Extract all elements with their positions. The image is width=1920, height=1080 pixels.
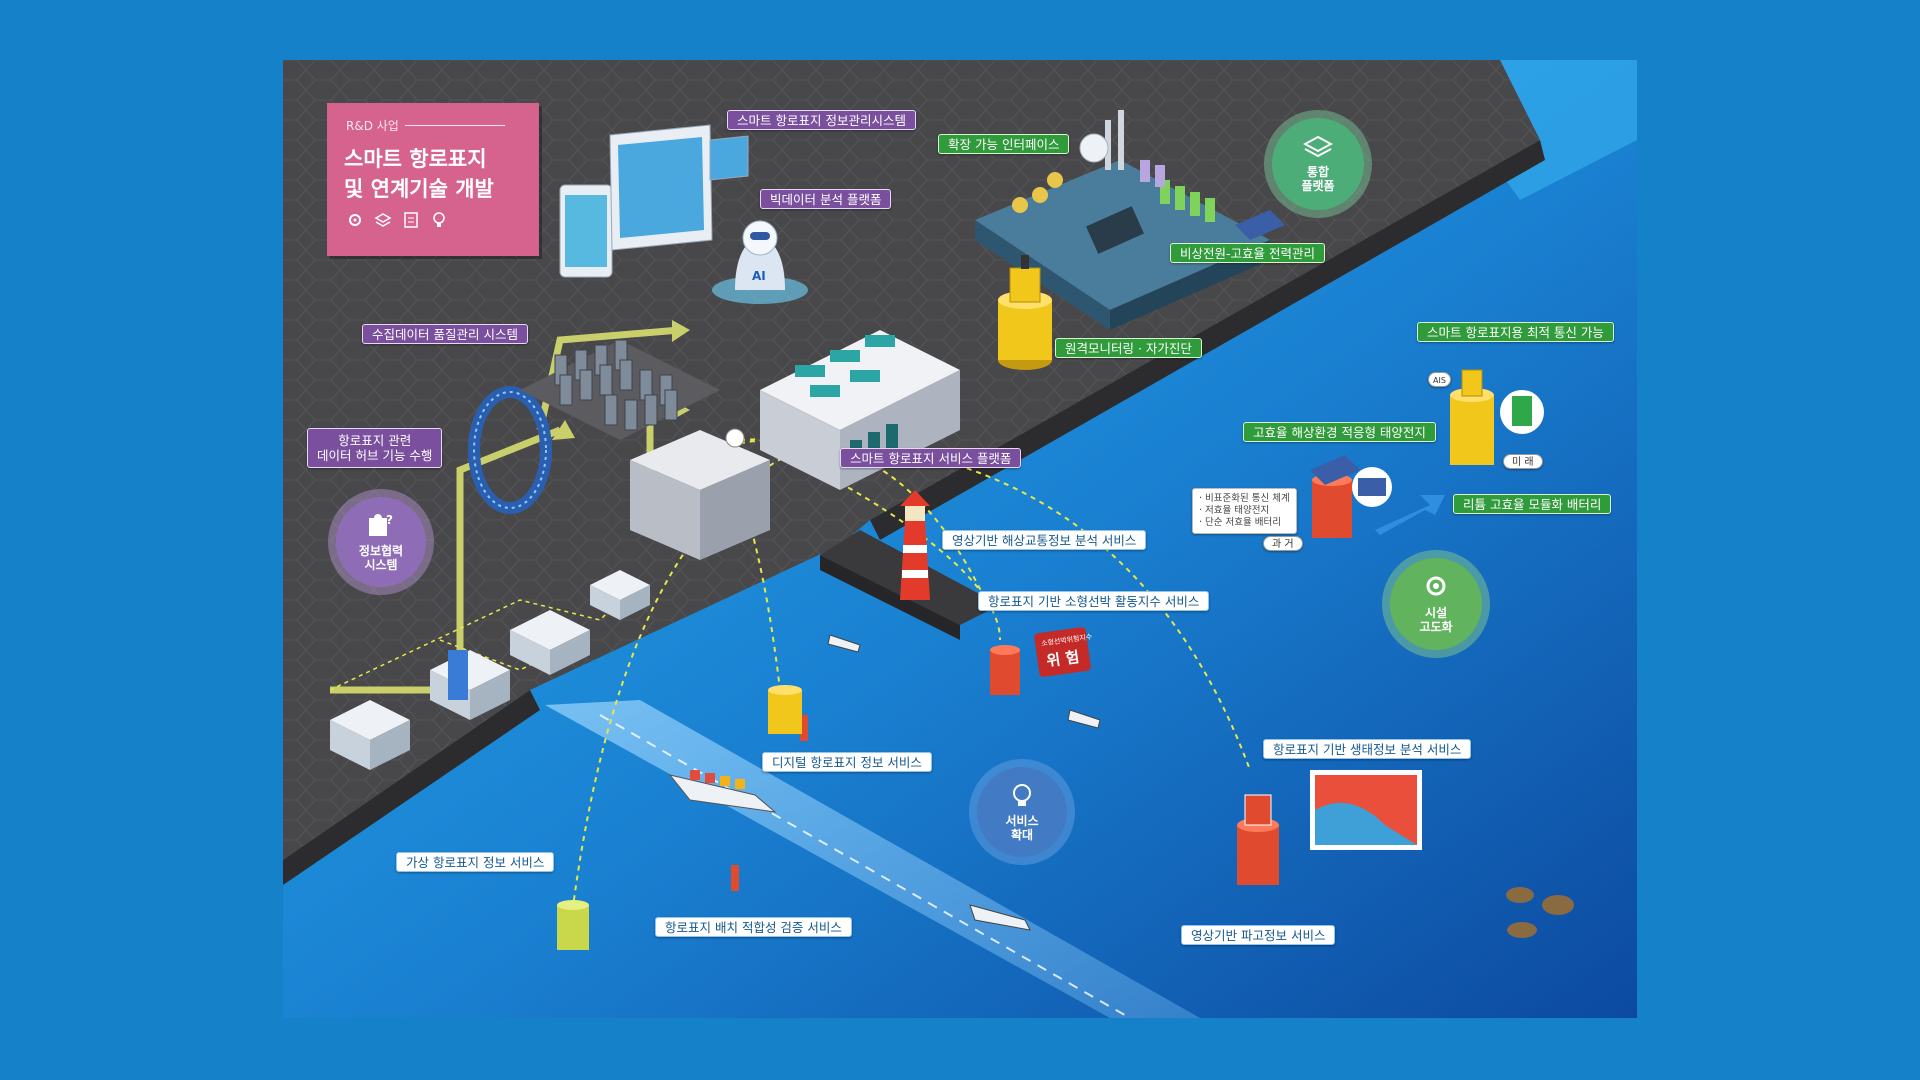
red-buoys	[731, 474, 1352, 891]
label-optimal-comm: 스마트 항로표지용 최적 통신 가능	[1417, 322, 1614, 342]
label-wave-info: 영상기반 파고정보 서비스	[1181, 925, 1336, 945]
label-service-platform: 스마트 항로표지 서비스 플랫폼	[840, 448, 1022, 468]
data-center-building	[630, 428, 770, 560]
layers-icon	[374, 211, 392, 229]
tag-past: 과 거	[1263, 536, 1303, 551]
past-note-3: · 단순 저효율 배터리	[1199, 517, 1281, 528]
yellow-buoy-dock	[998, 255, 1052, 370]
danger-sign: 소형선박위험지수 위 험	[1034, 627, 1093, 677]
badge-facility-line1: 시설	[1424, 606, 1448, 620]
label-data-quality: 수집데이터 품질관리 시스템	[362, 324, 528, 344]
gear-icon	[1426, 576, 1446, 596]
title-line-1: 스마트 항로표지	[344, 147, 487, 171]
layers-icon	[1303, 135, 1333, 158]
tag-ais: AIS	[1428, 372, 1451, 387]
label-data-hub-line1: 항로표지 관련	[338, 433, 412, 448]
yellow-buoys-sea	[557, 369, 1494, 950]
title-kicker-rule	[405, 125, 505, 126]
ai-text: AI	[752, 269, 766, 283]
svg-text:?: ?	[386, 513, 393, 527]
title-line-2: 및 연계기술 개발	[344, 177, 494, 201]
label-info-mgmt-system: 스마트 항로표지 정보관리시스템	[727, 110, 916, 130]
label-video-traffic: 영상기반 해상교통정보 분석 서비스	[942, 530, 1147, 550]
past-note-2: · 저효율 태양전지	[1199, 505, 1270, 516]
office-buildings	[330, 570, 650, 770]
label-ecology-info: 항로표지 기반 생태정보 분석 서비스	[1263, 739, 1472, 759]
title-kicker: R&D 사업	[346, 119, 399, 133]
ecology-image	[1310, 770, 1422, 850]
badge-service-line2: 확대	[1010, 828, 1034, 842]
label-placement-verification: 항로표지 배치 적합성 검증 서비스	[655, 917, 852, 937]
puzzle-icon: ?	[369, 513, 393, 536]
label-digital-info: 디지털 항로표지 정보 서비스	[762, 752, 932, 772]
lighthouse	[900, 490, 930, 600]
badge-service-expansion: 서비스 확대	[969, 759, 1075, 865]
badge-integrated-line1: 통합	[1306, 165, 1330, 179]
circuit-board	[975, 110, 1285, 330]
badge-facility-upgrade: 시설 고도화	[1382, 550, 1490, 658]
danger-text: 위 험	[1045, 648, 1080, 670]
lightbulb-icon	[1013, 784, 1031, 806]
data-hub-ring	[468, 386, 552, 514]
server-racks	[520, 339, 720, 440]
past-notes-box: · 비표준화된 통신 체계 · 저효율 태양전지 · 단순 저효율 배터리	[1192, 488, 1297, 534]
badge-service-line1: 서비스	[1005, 814, 1039, 828]
label-emergency-power: 비상전원-고효율 전력관리	[1170, 243, 1325, 263]
label-lithium-battery: 리튬 고효율 모듈화 배터리	[1453, 494, 1612, 514]
tag-future: 미 래	[1503, 454, 1543, 469]
battery-solar	[1310, 390, 1544, 535]
rocks	[1506, 887, 1574, 938]
gear-icon	[346, 211, 364, 229]
label-expandable-interface: 확장 가능 인터페이스	[938, 134, 1070, 154]
title-card: R&D 사업 스마트 항로표지 및 연계기술 개발	[327, 103, 539, 256]
title-icons	[346, 211, 448, 229]
badge-facility-line2: 고도화	[1419, 620, 1453, 634]
badge-info-cooperation: ? 정보협력 시스템	[328, 489, 434, 595]
label-remote-monitoring: 원격모니터링 · 자가진단	[1055, 338, 1202, 358]
lightbulb-icon	[430, 211, 448, 229]
label-small-vessel-index: 항로표지 기반 소형선박 활동지수 서비스	[978, 591, 1210, 611]
label-virtual-aton: 가상 항로표지 정보 서비스	[396, 852, 555, 872]
label-solar-cell: 고효율 해상환경 적응형 태양전지	[1243, 422, 1436, 442]
label-data-hub-line2: 데이터 허브 기능 수행	[317, 448, 433, 463]
label-data-hub: 항로표지 관련 데이터 허브 기능 수행	[307, 428, 443, 468]
badge-integrated-line2: 플랫폼	[1301, 179, 1335, 193]
past-note-1: · 비표준화된 통신 체계	[1199, 493, 1290, 504]
ships	[668, 634, 1101, 931]
label-bigdata-platform: 빅데이터 분석 플랫폼	[760, 189, 892, 209]
badge-integrated-platform: 통합 플랫폼	[1264, 110, 1372, 218]
badge-info-coop-line1: 정보협력	[358, 544, 404, 558]
ai-robot: AI	[712, 220, 808, 304]
document-icon	[402, 211, 420, 229]
badge-info-coop-line2: 시스템	[364, 558, 398, 572]
monitor-displays	[559, 124, 749, 278]
